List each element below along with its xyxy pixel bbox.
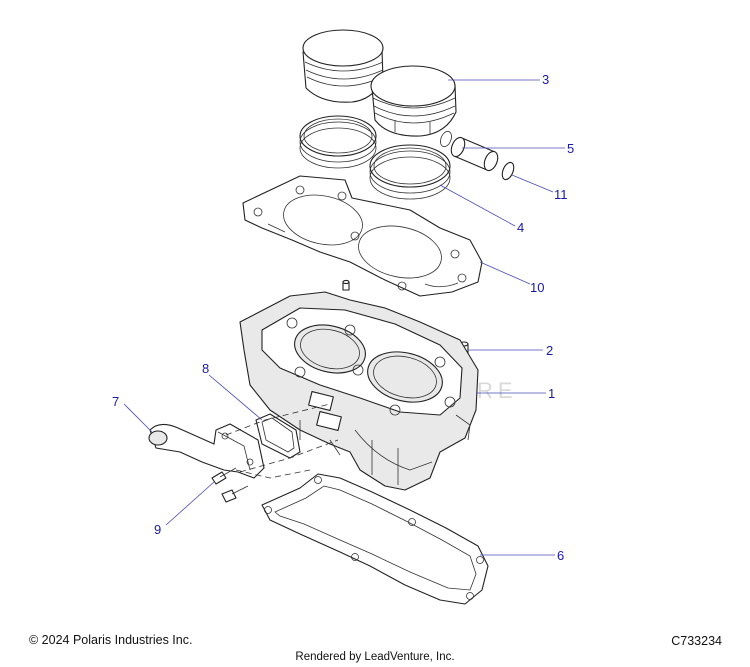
copyright-text: © 2024 Polaris Industries Inc. (29, 633, 193, 647)
rendered-by-text: Rendered by LeadVenture, Inc. (295, 651, 455, 663)
callout-6[interactable]: 6 (557, 548, 564, 563)
callout-7[interactable]: 7 (112, 394, 119, 409)
retaining-clip-part-11[interactable] (500, 161, 516, 181)
cylinder-block-part-1[interactable] (239, 291, 479, 491)
head-gasket-part-10[interactable] (242, 175, 483, 297)
piston-ring-part-4[interactable] (299, 115, 451, 200)
screw-part-9[interactable] (211, 467, 249, 503)
callout-8[interactable]: 8 (202, 361, 209, 376)
outlet-gasket-part-8[interactable] (255, 413, 301, 459)
water-outlet-part-7[interactable] (148, 423, 265, 479)
diagram-code: C733234 (671, 634, 722, 648)
leader-lines (123, 79, 565, 556)
callout-3[interactable]: 3 (542, 72, 549, 87)
assembly-guide-lines (225, 403, 339, 479)
callout-9[interactable]: 9 (154, 522, 161, 537)
callout-1[interactable]: 1 (548, 386, 555, 401)
callout-11[interactable]: 11 (554, 187, 568, 202)
base-gasket-part-6[interactable] (261, 473, 489, 605)
callout-2[interactable]: 2 (546, 343, 553, 358)
callout-5[interactable]: 5 (567, 141, 574, 156)
callout-4[interactable]: 4 (517, 220, 524, 235)
callout-10[interactable]: 10 (530, 280, 544, 295)
piston-part-3[interactable] (302, 29, 457, 137)
wrist-pin-part-5[interactable] (438, 130, 500, 173)
